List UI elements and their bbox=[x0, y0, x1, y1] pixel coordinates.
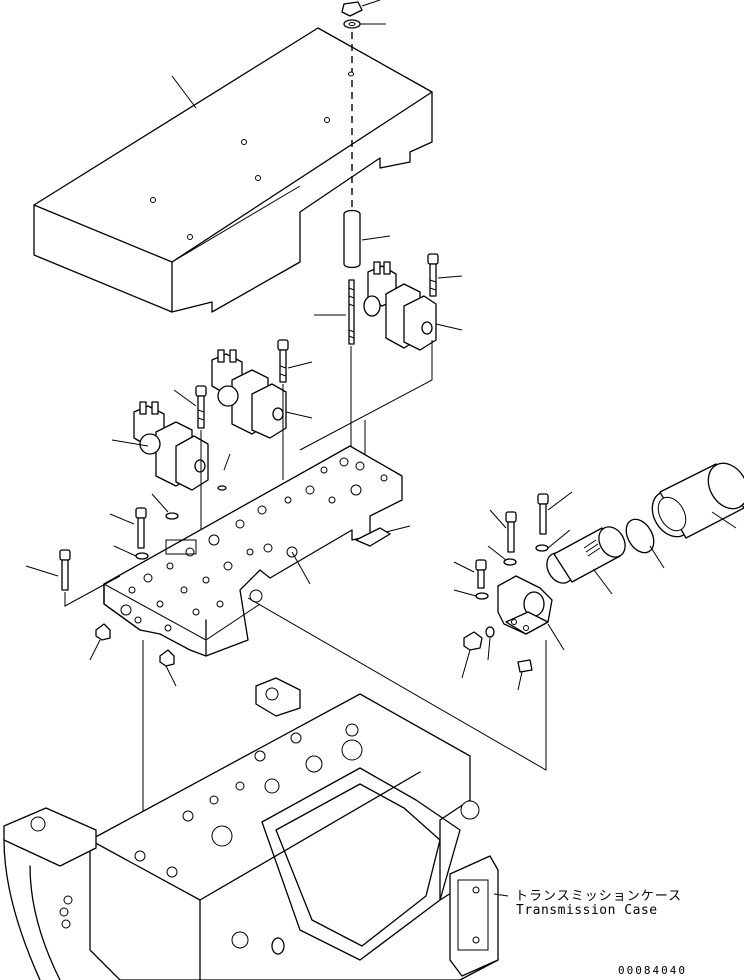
leader-valve-body bbox=[291, 551, 311, 585]
stud-bolt bbox=[348, 279, 355, 345]
leader-bolt-middle bbox=[287, 361, 313, 369]
bolt-solenoid-left bbox=[195, 385, 207, 429]
spacer-tube bbox=[343, 209, 361, 269]
bolt-filter-b bbox=[505, 511, 517, 553]
bolt-filter-c bbox=[475, 559, 487, 589]
filter-element bbox=[546, 526, 626, 584]
leader-filter-head bbox=[547, 623, 565, 651]
leader-bolt-right bbox=[437, 275, 463, 279]
leader-washer bbox=[113, 545, 137, 557]
guide-line-valve-to-filter bbox=[247, 597, 547, 771]
solenoid-valve-middle bbox=[211, 349, 287, 439]
washer-filter-c bbox=[475, 592, 489, 600]
plug-left-b bbox=[159, 649, 175, 667]
gasket-tab bbox=[355, 527, 391, 547]
plug-washer bbox=[165, 512, 179, 520]
solenoid-valve-left bbox=[133, 401, 209, 491]
bolt-valve-body-a bbox=[135, 507, 147, 549]
leader-solenoid-right bbox=[435, 323, 463, 331]
bolt-solenoid-middle bbox=[277, 339, 289, 383]
leader-cover-plate bbox=[171, 75, 197, 109]
leader-filter-element bbox=[593, 569, 613, 595]
leader-solenoid-middle bbox=[285, 411, 313, 419]
leader-transmission-case bbox=[493, 893, 509, 897]
leader-o-ring bbox=[649, 545, 665, 569]
leader-spacer-tube bbox=[361, 235, 391, 241]
valve-body bbox=[103, 445, 403, 657]
leader-solenoid-left bbox=[111, 439, 149, 447]
o-ring bbox=[625, 518, 655, 554]
drawing-number: 00084040 bbox=[618, 964, 687, 977]
small-washer bbox=[217, 485, 227, 491]
leader-gasket-tab bbox=[385, 525, 411, 533]
leader-bolt-b bbox=[25, 565, 59, 577]
bolt-solenoid-right bbox=[427, 253, 439, 297]
washer-plug-filter bbox=[485, 626, 495, 638]
filter-case bbox=[651, 462, 744, 539]
leader-filter-case bbox=[711, 511, 737, 529]
leader-bolt-filter-a bbox=[547, 491, 573, 511]
plug-filter bbox=[463, 631, 483, 651]
plug-left-a bbox=[95, 623, 111, 641]
sensor-plug bbox=[517, 659, 533, 673]
bolt-valve-body-b bbox=[59, 549, 71, 591]
solenoid-valve-right bbox=[363, 261, 437, 351]
leader-top-nut bbox=[361, 0, 381, 7]
leader-bolt-a bbox=[109, 513, 135, 525]
guide-line-solenoid-right bbox=[299, 340, 433, 451]
leader-plug-a bbox=[89, 639, 101, 661]
transmission-case-label-ja: トランスミッションケース bbox=[515, 889, 683, 904]
washer-valve-body bbox=[135, 552, 149, 560]
transmission-case-label-en: Transmission Case bbox=[516, 903, 658, 918]
washer-filter-a bbox=[535, 544, 549, 552]
washer-filter-b bbox=[503, 558, 517, 566]
bolt-filter-a bbox=[537, 493, 549, 535]
cover-plate bbox=[33, 27, 433, 313]
leader-bolt-filter-b bbox=[489, 509, 507, 529]
leader-plug-b bbox=[165, 665, 177, 687]
leader-bolt-left bbox=[173, 389, 197, 407]
transmission-case bbox=[3, 677, 499, 980]
top-nut bbox=[341, 1, 363, 29]
filter-head bbox=[497, 575, 553, 635]
